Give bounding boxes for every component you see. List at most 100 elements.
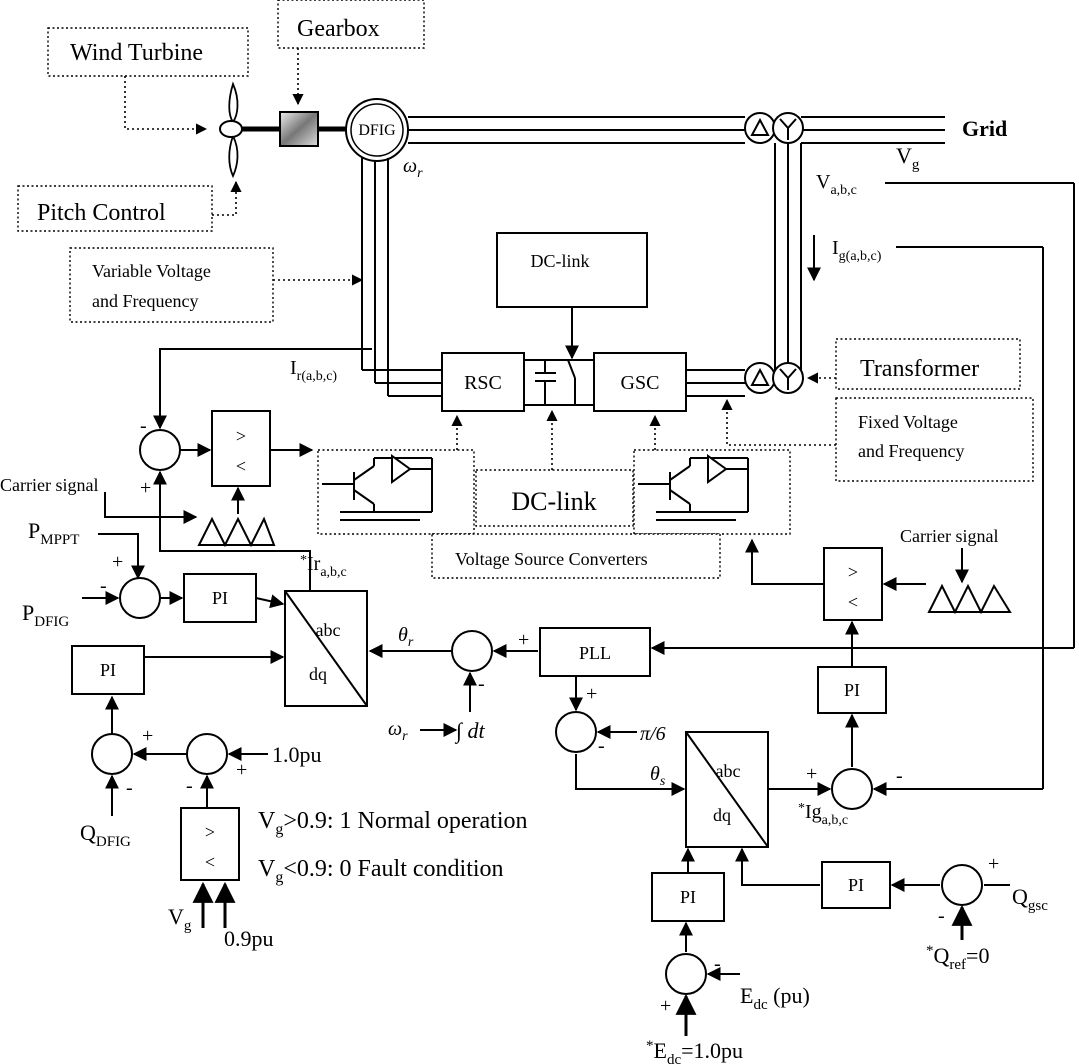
q-dfig-label: QDFIG <box>80 820 131 850</box>
gsc-igbt-icon <box>638 454 749 521</box>
angle-summer <box>451 630 493 672</box>
rotor-abc-label: abc <box>316 620 341 640</box>
ir-feedback-line <box>153 348 372 430</box>
ir-abc-label: Ir(a,b,c) <box>290 357 337 384</box>
edc-label: Edc (pu) <box>740 983 810 1013</box>
fixed-vf-box <box>835 397 1034 482</box>
rsc-comp-lt: < <box>236 456 246 476</box>
grid-side-bus <box>774 143 802 376</box>
integral-label: ∫ dt <box>454 718 486 744</box>
wind-turbine-label: Wind Turbine <box>70 40 203 66</box>
pitch-control-box <box>17 185 213 232</box>
fault-comp-lt: < <box>205 852 215 872</box>
transformer-label: Transformer <box>860 356 979 382</box>
dfig-label: DFIG <box>358 122 396 139</box>
gearbox-label: Gearbox <box>297 16 380 42</box>
gsc-block <box>593 352 687 412</box>
ig-abc-label: Ig(a,b,c) <box>832 237 882 264</box>
fixed-vf-pointer <box>721 398 836 446</box>
qref-label: *Qref=0 <box>926 943 989 973</box>
ir-ref-path <box>153 470 311 591</box>
q-gsc-label: Qgsc <box>1012 884 1048 914</box>
grid-dq-label: dq <box>713 805 731 825</box>
sum3-minus: - <box>126 777 133 799</box>
variable-vf-line2: and Frequency <box>92 291 198 311</box>
sum5-minus: - <box>478 673 485 695</box>
theta-r-label: θr <box>398 624 414 650</box>
sum3-plus: + <box>142 725 153 747</box>
phase-shift-summer <box>555 711 597 753</box>
cond-fault: Vg<0.9: 0 Fault condition <box>258 856 504 886</box>
sum6-plus: + <box>586 683 597 705</box>
fault-comparator <box>180 807 240 881</box>
pll-block <box>539 627 651 677</box>
ig-ref-label: *Iga,b,c <box>798 801 848 828</box>
grid-transformer <box>744 112 804 144</box>
wind-turbine-icon <box>219 81 243 179</box>
fault-comp-gt: > <box>205 822 215 842</box>
carrier-right-label: Carrier signal <box>900 526 998 546</box>
q-gsc-summer <box>941 864 983 906</box>
sum5-plus: + <box>518 629 529 651</box>
edc-ref-label: *Edc=1.0pu <box>646 1038 743 1064</box>
fault-summer <box>186 733 228 775</box>
fixed-vf-line2: and Frequency <box>858 441 964 461</box>
sum8-plus: + <box>660 995 671 1017</box>
transformer-box <box>835 338 1021 390</box>
omega-r-input-label: ωr <box>388 718 408 744</box>
rotor-abc-dq-diagonal <box>284 590 368 707</box>
dc-link-top-label: DC-link <box>530 251 589 271</box>
rsc-comparator <box>211 410 271 487</box>
cond-normal: Vg>0.9: 1 Normal operation <box>258 808 528 838</box>
omega-r-label: ωr <box>403 155 423 181</box>
vsc-label: Voltage Source Converters <box>455 549 648 569</box>
pi6-label: π/6 <box>640 723 666 745</box>
sum9-minus: - <box>938 905 945 927</box>
sum1-minus: - <box>140 415 147 437</box>
sum2-minus: - <box>100 575 107 597</box>
gsc-output-lines <box>686 369 745 397</box>
pll-label: PLL <box>579 643 611 663</box>
p-dfig-label: PDFIG <box>22 600 69 630</box>
pi-q-gsc-block <box>821 861 891 909</box>
rsc-block <box>441 352 525 412</box>
pitch-control-label: Pitch Control <box>37 200 166 226</box>
rotor-bus <box>361 158 442 397</box>
dc-link-capacitor <box>524 359 594 406</box>
sum2-plus: + <box>112 551 123 573</box>
dfig-inner-ring <box>350 103 404 157</box>
wind-turbine-pointer <box>124 76 208 135</box>
pi-power-out <box>255 594 285 609</box>
fixed-vf-line1: Fixed Voltage <box>858 412 958 432</box>
gsc-current-summer <box>831 768 873 810</box>
pi-power-block <box>183 573 257 623</box>
gsc-comparator <box>823 547 883 621</box>
sum7-plus: + <box>806 763 817 785</box>
pi-dc-label: PI <box>680 887 696 907</box>
sum4-minus: - <box>186 775 193 797</box>
gsc-comp-out <box>745 538 824 585</box>
vg-label: Vg <box>896 143 920 173</box>
converter-transformer <box>744 362 804 394</box>
gearbox-block <box>279 111 319 147</box>
zero-nine-label: 0.9pu <box>224 926 274 951</box>
sum8-minus: - <box>714 953 721 975</box>
sum7-minus: - <box>896 765 903 787</box>
grid-abc-dq-diagonal <box>685 731 769 848</box>
pitch-pointer <box>212 180 242 216</box>
p-mppt-line <box>98 533 145 580</box>
gsc-label: GSC <box>621 372 660 394</box>
pi-q-label: PI <box>100 660 116 680</box>
gsc-comp-lt: < <box>848 592 858 612</box>
gsc-comp-gt: > <box>848 562 858 582</box>
sum6-minus: - <box>598 735 605 757</box>
wind-turbine-box <box>47 27 249 77</box>
sum1-plus: + <box>140 477 151 499</box>
pi-q-gsc-label: PI <box>848 875 864 895</box>
pi-gsc-current-block <box>817 666 887 714</box>
rsc-label: RSC <box>464 372 502 394</box>
rotor-dq-label: dq <box>309 664 327 684</box>
power-summer <box>119 577 161 619</box>
carrier-left-wave <box>197 516 276 548</box>
